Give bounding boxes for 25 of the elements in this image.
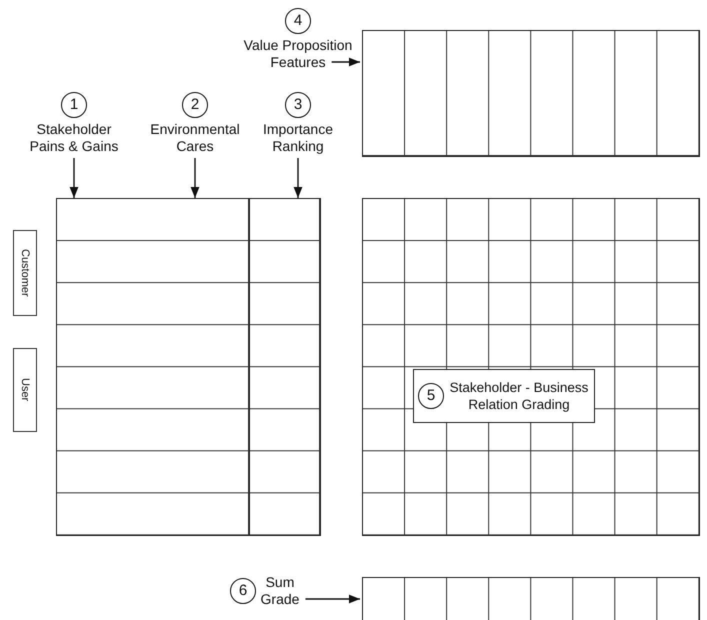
- callout-number: 4: [285, 8, 311, 34]
- callout-label: Environmental Cares: [149, 121, 241, 155]
- callout-label: Sum Grade: [260, 574, 300, 608]
- arrow: [305, 594, 360, 604]
- grading-label-box: [413, 369, 595, 423]
- sum-grade-row: [362, 577, 700, 620]
- arrow: [190, 158, 200, 198]
- callout-label: Importance Ranking: [262, 121, 334, 155]
- callout-number: 3: [285, 92, 311, 118]
- stakeholder-tag: User: [13, 348, 37, 432]
- callout-number: 2: [182, 92, 208, 118]
- callout-label: Value Proposition Features: [242, 37, 354, 71]
- callout-number: 1: [61, 92, 87, 118]
- callout-label: Stakeholder - Business Relation Grading: [448, 379, 590, 413]
- arrow: [70, 158, 78, 198]
- callout-label: Stakeholder Pains & Gains: [28, 121, 120, 155]
- callout-number: 6: [230, 578, 256, 604]
- arrow: [294, 158, 302, 198]
- arrow: [332, 58, 360, 66]
- callout-number: 5: [418, 383, 444, 409]
- ranking-column: [249, 198, 321, 536]
- stakeholder-tag: Customer: [13, 230, 37, 316]
- pains-and-cares-column: [56, 198, 250, 536]
- value-proposition-table: [362, 30, 700, 157]
- grading-matrix: [362, 198, 700, 536]
